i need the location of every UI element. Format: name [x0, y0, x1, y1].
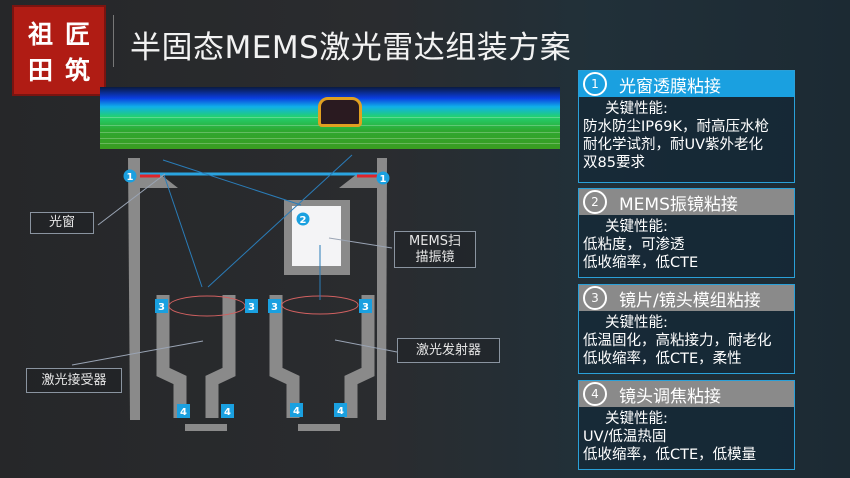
panel-title: 光窗透膜粘接: [619, 76, 721, 97]
feature-line: 双85要求: [583, 155, 645, 171]
svg-text:3: 3: [271, 302, 278, 313]
page-title: 半固态MEMS激光雷达组装方案: [130, 30, 572, 66]
key-label: 关键性能:: [605, 219, 668, 235]
panel-lens-focus-bonding: 4 镜头调焦粘接 关键性能: UV/低温热固 低收缩率，低CTE，低模量: [578, 380, 795, 470]
marker-3: 3: [359, 299, 372, 313]
emitter-left-arm: [269, 295, 300, 418]
svg-text:4: 4: [180, 407, 187, 418]
panel-title: 镜头调焦粘接: [619, 386, 721, 407]
key-label: 关键性能:: [605, 315, 668, 331]
marker-3: 3: [268, 299, 281, 313]
feature-line: 低收缩率，低CTE，低模量: [583, 447, 757, 463]
label-window: 光窗: [30, 212, 94, 234]
svg-text:1: 1: [127, 172, 134, 183]
panel-mems-bonding: 2 MEMS振镜粘接 关键性能: 低粘度，可渗透 低收缩率，低CTE: [578, 188, 795, 278]
panel-title: MEMS振镜粘接: [619, 194, 738, 215]
receiver-left-arm: [156, 295, 187, 418]
housing-right-wall: [377, 158, 387, 420]
key-label: 关键性能:: [605, 411, 668, 427]
marker-4: 4: [290, 403, 303, 417]
label-mems-mirror: MEMS扫描振镜: [394, 231, 476, 268]
step-number: 1: [583, 72, 607, 96]
label-emitter: 激光发射器: [397, 338, 500, 363]
marker-1: 1: [123, 169, 137, 183]
svg-text:4: 4: [337, 406, 344, 417]
logo-char: 田: [27, 56, 53, 85]
marker-4: 4: [177, 404, 190, 418]
point-cloud-image: [100, 87, 560, 149]
receiver-base: [185, 424, 227, 431]
feature-line: 防水防尘IP69K，耐高压水枪: [583, 119, 769, 135]
label-receiver: 激光接受器: [26, 368, 122, 393]
marker-3: 3: [155, 299, 168, 313]
step-number: 2: [583, 190, 607, 214]
step-number: 4: [583, 382, 607, 406]
logo-char: 筑: [64, 56, 90, 85]
marker-1: 1: [376, 171, 390, 185]
divider: [113, 15, 114, 67]
panel-title: 镜片/镜头模组粘接: [619, 290, 761, 311]
logo-char: 匠: [64, 20, 90, 49]
feature-line: 低收缩率，低CTE: [583, 255, 699, 271]
key-label: 关键性能:: [605, 101, 668, 117]
step-number: 3: [583, 286, 607, 310]
panel-lens-module-bonding: 3 镜片/镜头模组粘接 关键性能: 低温固化，高粘接力，耐老化 低收缩率，低CTE…: [578, 284, 795, 374]
svg-text:3: 3: [158, 302, 165, 313]
marker-2: 2: [296, 212, 310, 226]
feature-line: 低收缩率，低CTE，柔性: [583, 351, 742, 367]
svg-text:3: 3: [362, 302, 369, 313]
marker-4: 4: [221, 404, 234, 418]
logo: 祖 匠 田 筑: [12, 5, 106, 96]
feature-line: 低粘度，可渗透: [583, 237, 685, 253]
marker-3: 3: [245, 299, 258, 313]
logo-char: 祖: [27, 20, 53, 49]
svg-text:2: 2: [300, 215, 307, 226]
feature-line: UV/低温热固: [583, 429, 667, 445]
svg-text:3: 3: [248, 302, 255, 313]
feature-line: 低温固化，高粘接力，耐老化: [583, 333, 772, 349]
car-icon: [318, 97, 362, 127]
receiver-right-arm: [205, 295, 236, 418]
svg-text:4: 4: [293, 406, 300, 417]
feature-line: 耐化学试剂，耐UV紫外老化: [583, 137, 764, 153]
svg-text:4: 4: [224, 407, 231, 418]
lidar-diagram: 1 1 2 3 3 3 3 4 4 4 4: [71, 154, 398, 431]
svg-text:1: 1: [380, 174, 387, 185]
emitter-right-arm: [344, 295, 375, 418]
panel-window-bonding: 1 光窗透膜粘接 关键性能: 防水防尘IP69K，耐高压水枪 耐化学试剂，耐UV紫…: [578, 70, 795, 183]
marker-4: 4: [334, 403, 347, 417]
emitter-base: [298, 424, 340, 431]
